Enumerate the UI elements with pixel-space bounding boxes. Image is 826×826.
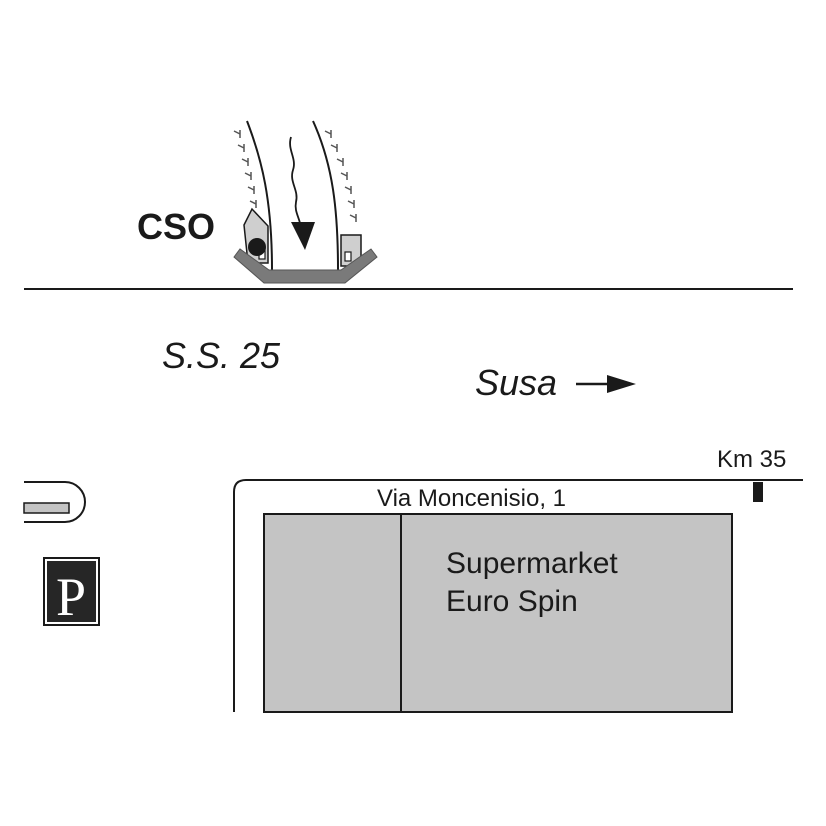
parking-access-lane [23,502,70,514]
supermarket-name-line2: Euro Spin [446,585,578,618]
stream-left-bank [246,120,273,271]
stream-right-bank [312,120,339,271]
parking-letter: P [56,567,86,627]
cso-label: CSO [137,206,215,247]
street-label: Via Moncenisio, 1 [377,485,566,512]
left-embankment-ticks [233,130,257,208]
right-outlet [344,251,352,262]
km-label: Km 35 [717,446,786,473]
weir-structure [233,248,378,284]
direction-label: Susa [475,362,557,403]
arrow-right-icon [576,375,636,393]
parking-icon: P [43,557,100,627]
outfall-marker-icon [248,238,266,256]
property-boundary [233,479,803,712]
road-label: S.S. 25 [162,335,281,376]
supermarket-name-line1: Supermarket [446,547,618,580]
km-post-icon [753,482,763,502]
parking-access-road [24,481,86,523]
supermarket-building [263,513,733,713]
flow-arrow-icon [289,136,302,229]
stream-channel [233,120,378,284]
flow-arrowhead [291,222,315,250]
right-embankment-ticks [324,130,357,222]
